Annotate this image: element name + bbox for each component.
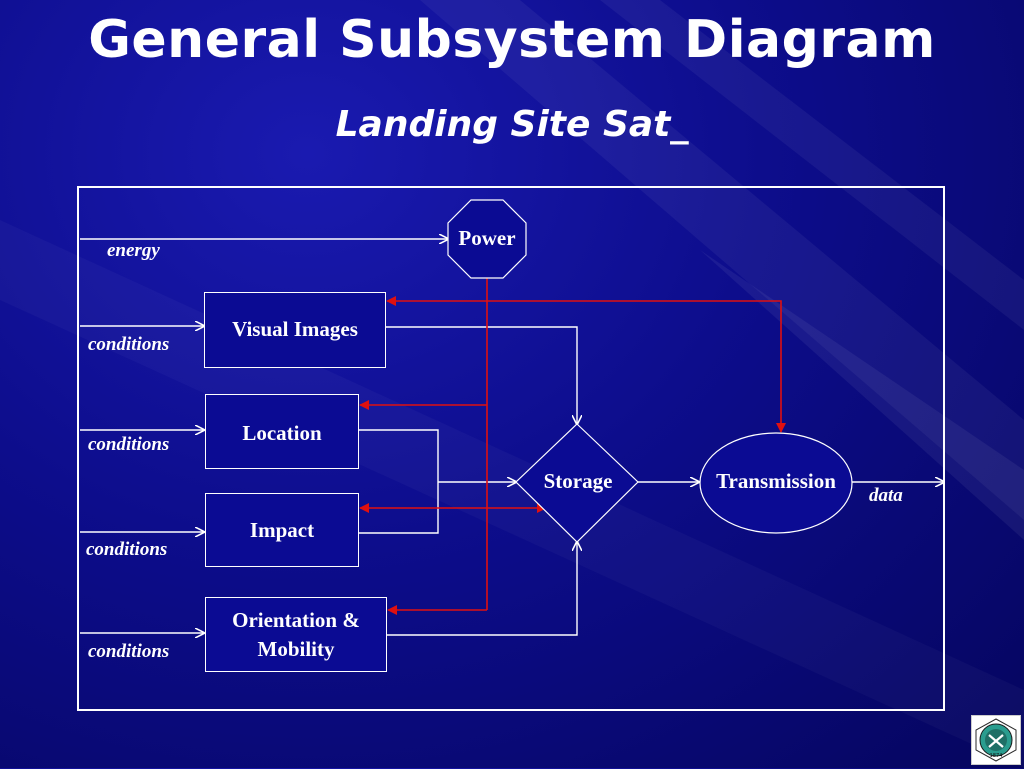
conditions-label-2: conditions	[88, 434, 170, 455]
orientation-label: Orientation & Mobility	[232, 608, 360, 661]
diagram-frame	[77, 186, 945, 711]
orientation-to-storage	[387, 542, 577, 636]
data-label: data	[869, 485, 903, 506]
school-seal-logo: 1874	[971, 715, 1021, 765]
school-seal-icon: 1874	[975, 718, 1017, 762]
power-label: Power	[458, 226, 516, 250]
location-link	[359, 429, 439, 534]
storage-label: Storage	[543, 469, 613, 493]
location-box: Location	[205, 394, 359, 469]
energy-label: energy	[107, 240, 160, 261]
svg-text:1874: 1874	[990, 753, 1003, 759]
orientation-box: Orientation & Mobility	[205, 597, 387, 672]
visual-to-storage	[386, 326, 577, 424]
page-title: General Subsystem Diagram	[88, 10, 936, 70]
conditions-label-3: conditions	[86, 539, 168, 560]
page-subtitle: Landing Site Sat_	[335, 104, 689, 145]
transmission-to-visual	[386, 296, 786, 433]
visual-images-box: Visual Images	[204, 292, 386, 368]
impact-label: Impact	[249, 517, 315, 542]
conditions-label-4: conditions	[88, 641, 170, 662]
impact-box: Impact	[205, 493, 359, 567]
conditions-label-1: conditions	[88, 334, 170, 355]
transmission-label: Transmission	[716, 469, 836, 493]
visual-images-label: Visual Images	[232, 317, 358, 341]
location-label: Location	[242, 421, 322, 445]
